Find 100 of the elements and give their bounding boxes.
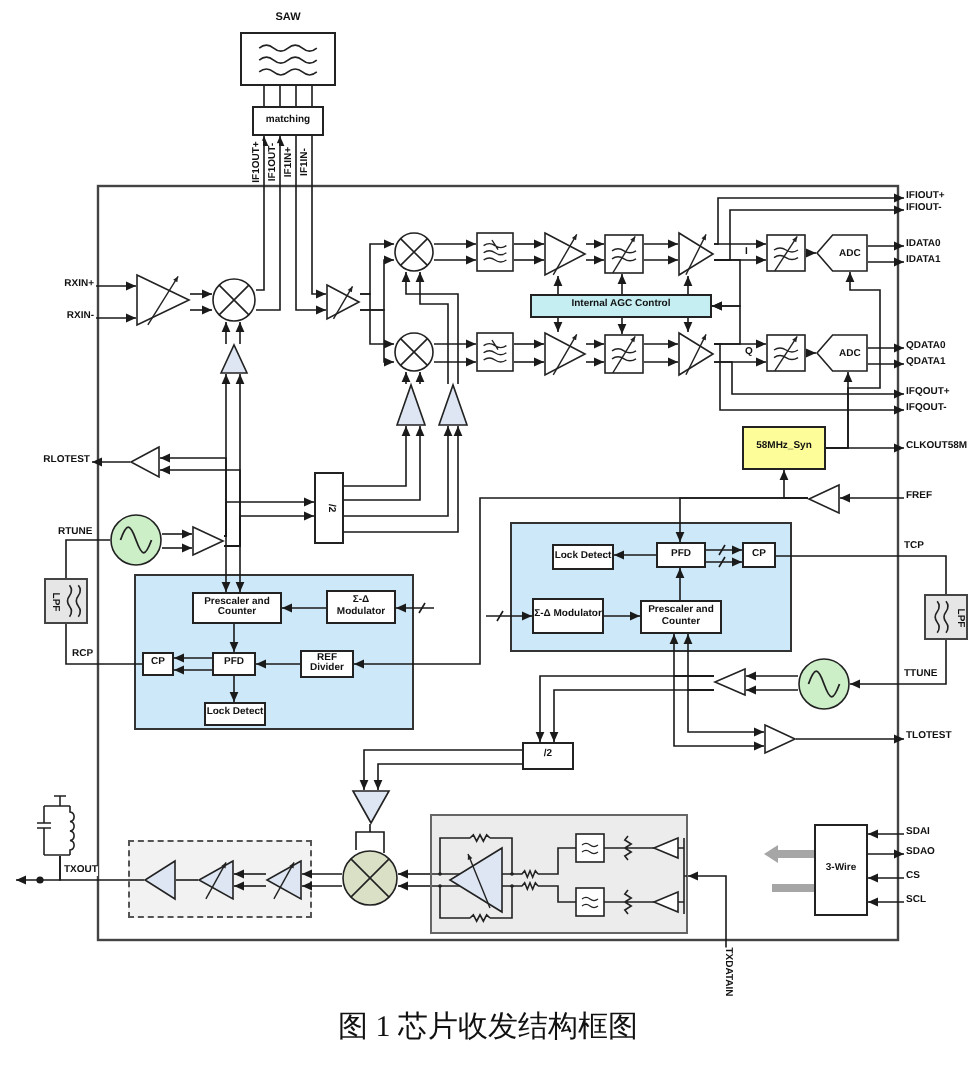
arrow <box>161 529 193 539</box>
arrow <box>301 881 343 891</box>
arrow <box>433 357 477 367</box>
arrow <box>255 659 301 669</box>
arrow <box>189 289 213 299</box>
amplifier-symbol <box>144 860 176 900</box>
filter-symbol <box>476 232 514 272</box>
arrow <box>805 348 817 358</box>
mixer-symbol <box>342 850 398 906</box>
arrow <box>867 343 905 353</box>
arrow <box>91 457 131 467</box>
arrow <box>553 275 563 295</box>
amplifier-symbol <box>198 860 234 900</box>
filter-circuit-panel <box>430 814 688 934</box>
arrow <box>683 275 693 295</box>
mixer-symbol <box>212 278 256 322</box>
connector-line <box>65 539 111 579</box>
arrow <box>643 255 679 265</box>
arrow <box>173 665 213 675</box>
arrow <box>867 829 905 839</box>
tunable-filter-symbol <box>604 334 644 374</box>
arrow <box>867 873 905 883</box>
arrow <box>705 557 743 567</box>
arrow <box>643 239 679 249</box>
arrow <box>687 689 765 737</box>
arrow <box>415 271 449 385</box>
arrow <box>603 611 641 621</box>
arrow <box>713 343 905 415</box>
arrow <box>221 321 231 345</box>
tunable-filter-symbol <box>766 234 806 272</box>
arrow <box>839 493 905 503</box>
arrow <box>867 897 905 907</box>
arrow <box>359 749 523 791</box>
arrow <box>643 357 679 367</box>
connector-line <box>65 623 143 665</box>
arrow <box>585 339 605 349</box>
amplifier-symbol <box>192 526 224 556</box>
connector-line <box>311 85 313 107</box>
lc-tank-symbol <box>36 794 76 856</box>
arrow <box>233 881 267 891</box>
amplifier-symbol <box>678 232 714 276</box>
arrow <box>343 425 411 487</box>
arrow <box>643 339 679 349</box>
arrow <box>745 685 799 695</box>
arrow <box>353 497 809 669</box>
arrow <box>805 248 817 258</box>
tunable-filter-symbol <box>604 234 644 274</box>
arrow <box>401 371 411 385</box>
arrow <box>359 293 395 349</box>
amplifier-symbol <box>544 332 586 376</box>
arrow <box>553 317 563 333</box>
arrow <box>687 871 727 949</box>
arrow <box>401 271 459 385</box>
mixer-symbol <box>394 232 434 272</box>
arrow <box>585 255 605 265</box>
amplifier-symbol <box>678 332 714 376</box>
arrow <box>235 321 245 345</box>
connector-line <box>279 85 281 107</box>
arrow <box>189 305 213 315</box>
arrow <box>161 543 193 553</box>
arrow <box>95 313 137 323</box>
arrow <box>513 339 545 349</box>
arrow <box>173 653 213 663</box>
amplifier-symbol <box>544 232 586 276</box>
arrow <box>711 259 741 311</box>
arrow <box>223 497 315 537</box>
arrow <box>229 623 239 653</box>
arrow <box>95 281 137 291</box>
amplifier-symbol <box>438 384 468 426</box>
amplifier-symbol <box>764 724 796 754</box>
transmitter-panel <box>128 840 312 918</box>
arrow <box>825 271 881 449</box>
arrow <box>433 255 477 265</box>
arrow <box>795 734 905 744</box>
arrow <box>867 257 905 267</box>
arrow <box>229 675 239 703</box>
amplifier-symbol <box>326 284 360 320</box>
arrow <box>295 135 327 315</box>
filter-symbol <box>476 332 514 372</box>
arrow <box>223 511 315 547</box>
arrow <box>745 671 799 681</box>
connector-line <box>175 879 199 881</box>
arrow <box>343 425 453 517</box>
arrow <box>397 869 431 879</box>
arrow <box>433 239 477 249</box>
amplifier-symbol <box>808 484 840 514</box>
mixer-symbol <box>394 332 434 372</box>
arrow <box>301 869 343 879</box>
arrow <box>281 603 327 613</box>
arrow <box>713 239 767 249</box>
arrow <box>585 357 605 367</box>
arrow <box>395 603 435 613</box>
arrow <box>255 135 269 291</box>
arrow <box>513 357 545 367</box>
arrow <box>343 425 463 533</box>
oscillator-symbol <box>110 514 162 566</box>
block-arrow <box>764 845 814 863</box>
connector-line <box>295 85 297 107</box>
amplifier-symbol <box>266 860 302 900</box>
arrow <box>221 535 231 593</box>
